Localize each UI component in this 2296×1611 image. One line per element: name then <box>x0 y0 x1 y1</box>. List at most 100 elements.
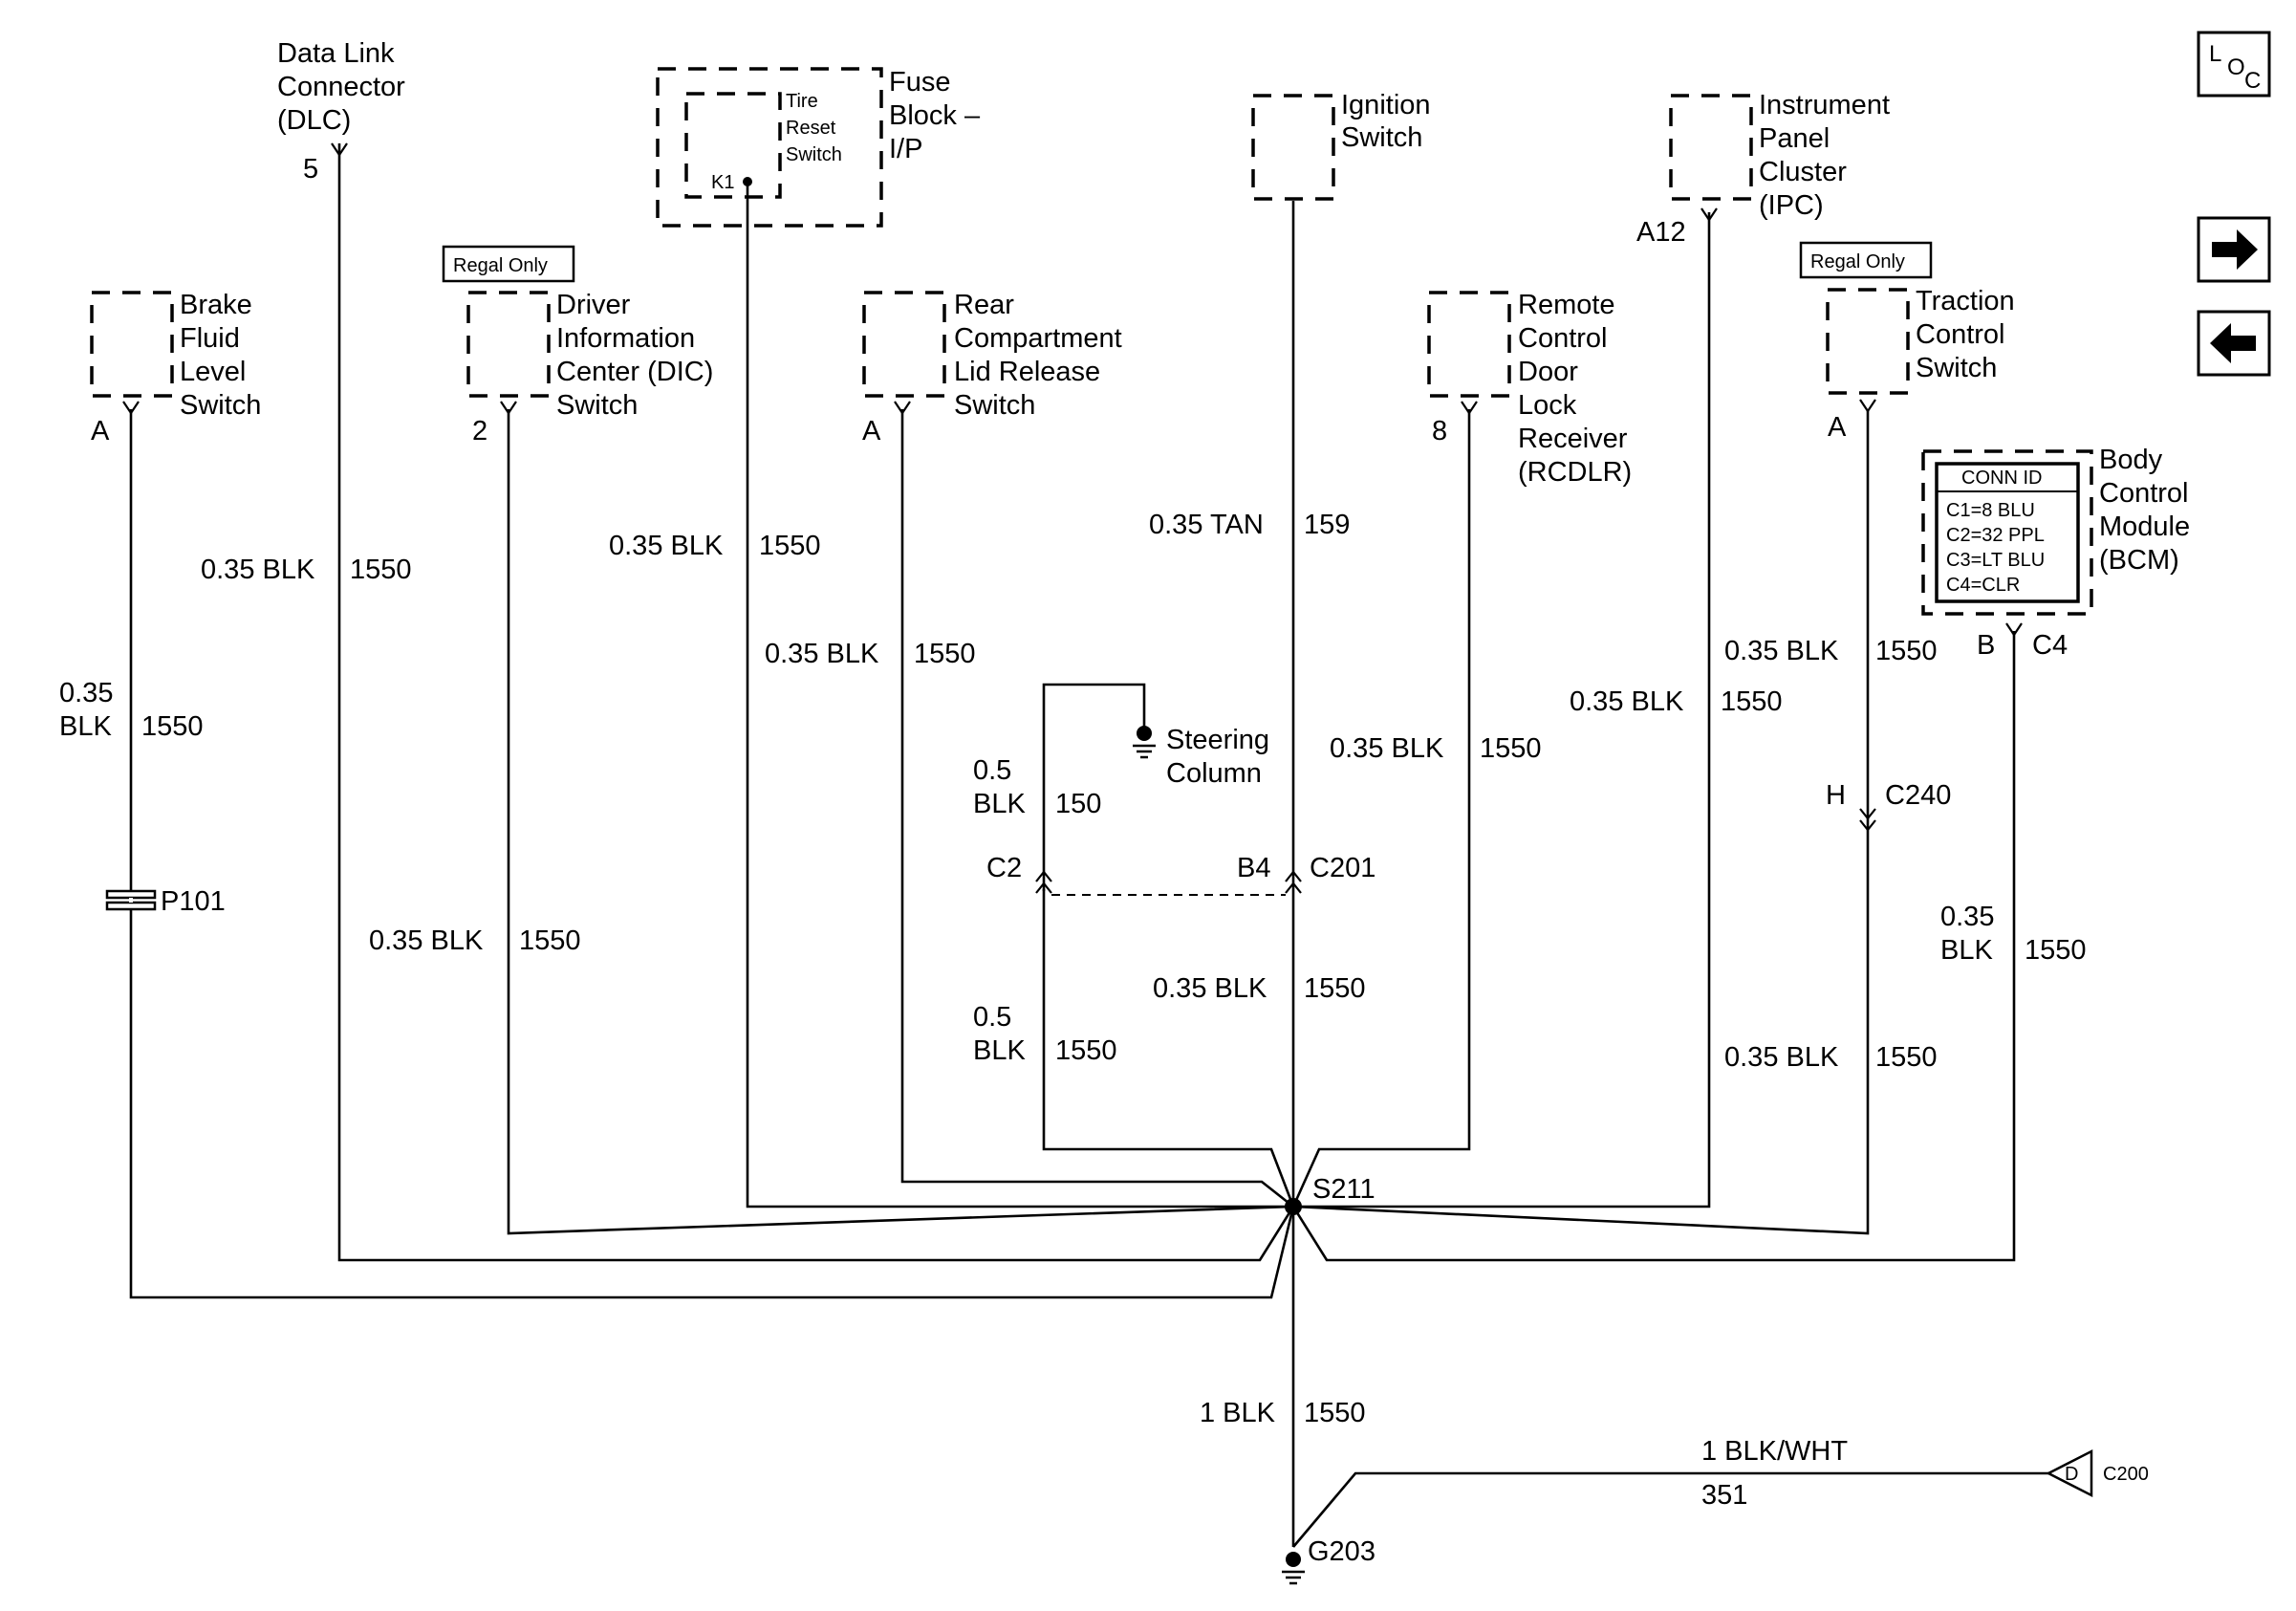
wire-gauge: 0.35 BLK <box>1330 733 1444 764</box>
svg-text:C200: C200 <box>2103 1464 2149 1485</box>
wire-gauge: 0.35 <box>1940 902 1994 932</box>
svg-text:Lock: Lock <box>1518 390 1577 421</box>
svg-text:K1: K1 <box>711 172 734 193</box>
svg-text:Steering: Steering <box>1166 725 1269 755</box>
pin-terminal-icon <box>122 401 140 415</box>
svg-text:Switch: Switch <box>1916 353 1997 383</box>
svg-text:B4: B4 <box>1237 853 1270 883</box>
dic-switch-component: Regal Only Driver Information Center (DI… <box>442 245 713 446</box>
svg-text:Driver: Driver <box>556 290 631 320</box>
ipc-pin: A12 <box>1636 217 1686 248</box>
wire-gauge: BLK <box>59 711 112 742</box>
wire-gauge: 0.35 BLK <box>765 639 879 669</box>
bcm-connector: C4 <box>2032 630 2068 661</box>
svg-text:G203: G203 <box>1308 1536 1375 1567</box>
svg-text:(BCM): (BCM) <box>2099 545 2179 576</box>
svg-text:Body: Body <box>2099 445 2163 475</box>
svg-text:Center (DIC): Center (DIC) <box>556 357 713 387</box>
svg-text:L: L <box>2209 41 2221 67</box>
svg-text:Control: Control <box>2099 478 2189 509</box>
wire-gauge: BLK <box>973 1035 1026 1066</box>
wire-circuit: 1550 <box>519 925 581 956</box>
wire-gauge: 0.35 TAN <box>1149 510 1264 540</box>
svg-text:C1=8 BLU: C1=8 BLU <box>1946 500 2035 521</box>
pin-terminal-icon <box>1461 401 1478 415</box>
wire-gauge: 0.5 <box>973 1002 1011 1033</box>
wire-circuit: 159 <box>1304 510 1350 540</box>
wire-circuit: 1550 <box>1480 733 1542 764</box>
svg-text:P101: P101 <box>161 886 226 917</box>
svg-text:Switch: Switch <box>786 144 842 165</box>
wire-gauge: 0.35 BLK <box>1153 973 1267 1004</box>
svg-text:Switch: Switch <box>180 390 261 421</box>
svg-text:Traction: Traction <box>1916 286 2015 316</box>
connector-c240: H C240 <box>1826 780 1951 832</box>
wire-circuit: 1550 <box>1875 1042 1938 1073</box>
svg-text:Door: Door <box>1518 357 1578 387</box>
connector-p101: P101 <box>105 886 226 917</box>
brake-fluid-switch-component: Brake Fluid Level Switch A <box>90 290 261 446</box>
svg-text:Tire: Tire <box>786 91 818 112</box>
svg-text:(RCDLR): (RCDLR) <box>1518 457 1632 488</box>
splice-s211 <box>1285 1198 1302 1215</box>
svg-text:O: O <box>2227 54 2245 80</box>
pin-terminal-icon <box>500 401 517 415</box>
pin-terminal-icon <box>894 401 911 415</box>
wire-circuit: 1550 <box>141 711 204 742</box>
pin-terminal-icon <box>1700 207 1718 222</box>
rcdlr-pin: 8 <box>1432 416 1447 446</box>
svg-text:Remote: Remote <box>1518 290 1615 320</box>
svg-text:Module: Module <box>2099 512 2190 542</box>
rear-lid-switch-component: Rear Compartment Lid Release Switch A <box>862 290 1122 446</box>
svg-text:Receiver: Receiver <box>1518 424 1628 454</box>
svg-text:C2=32 PPL: C2=32 PPL <box>1946 525 2045 546</box>
svg-text:Reset: Reset <box>786 118 836 139</box>
connector-c200: D C200 <box>2046 1448 2149 1498</box>
svg-text:Switch: Switch <box>954 390 1035 421</box>
wire-circuit: 1550 <box>759 531 821 561</box>
fuse-block-component: Tire Reset Switch K1 Fuse Block – I/P <box>656 67 981 228</box>
svg-text:Information: Information <box>556 323 695 354</box>
svg-text:C2: C2 <box>986 853 1022 883</box>
svg-text:C201: C201 <box>1310 853 1375 883</box>
svg-text:Switch: Switch <box>1341 122 1422 153</box>
pin-terminal-icon <box>1859 399 1876 413</box>
pin-terminal-icon <box>2005 622 2023 637</box>
wire-gauge: 1 BLK/WHT <box>1701 1436 1848 1467</box>
svg-text:Data Link: Data Link <box>277 38 395 69</box>
loc-button[interactable]: L O C <box>2197 31 2271 98</box>
wire-gauge: 0.35 <box>59 678 113 708</box>
svg-text:Panel: Panel <box>1759 123 1830 154</box>
steering-column-ground: Steering Column <box>1133 725 1269 789</box>
previous-page-button[interactable] <box>2197 310 2271 377</box>
bus-wires <box>129 143 2048 1548</box>
dlc-pin: 5 <box>303 154 318 185</box>
svg-text:Column: Column <box>1166 758 1262 789</box>
svg-text:(IPC): (IPC) <box>1759 190 1824 221</box>
svg-text:C: C <box>2244 68 2261 94</box>
wire-circuit: 1550 <box>1304 1398 1366 1428</box>
wire-gauge: 0.35 BLK <box>609 531 724 561</box>
svg-text:(DLC): (DLC) <box>277 105 351 136</box>
wire-gauge: 1 BLK <box>1200 1398 1276 1428</box>
svg-text:Connector: Connector <box>277 72 405 102</box>
bcm-pin: B <box>1977 630 1995 661</box>
wire-circuit: 1550 <box>1055 1035 1117 1066</box>
wire-labels: 0.35 BLK 1550 0.35 BLK 1550 0.35 BLK 155… <box>59 510 2087 1511</box>
splice-s211-label: S211 <box>1312 1174 1375 1205</box>
next-page-button[interactable] <box>2197 216 2271 283</box>
svg-text:Rear: Rear <box>954 290 1014 320</box>
svg-text:I/P: I/P <box>889 134 922 164</box>
wire-circuit: 351 <box>1701 1480 1747 1511</box>
pin-terminal-icon <box>331 142 348 157</box>
wire-gauge: 0.5 <box>973 755 1011 786</box>
svg-text:Compartment: Compartment <box>954 323 1122 354</box>
ground-icon <box>1282 1570 1305 1585</box>
svg-text:Control: Control <box>1518 323 1608 354</box>
wire-gauge: BLK <box>1940 935 1993 966</box>
connector-c201: B4 C201 <box>1237 853 1375 894</box>
traction-pin: A <box>1828 412 1847 443</box>
dic-pin: 2 <box>472 416 487 446</box>
conn-id-title: CONN ID <box>1961 468 2042 489</box>
